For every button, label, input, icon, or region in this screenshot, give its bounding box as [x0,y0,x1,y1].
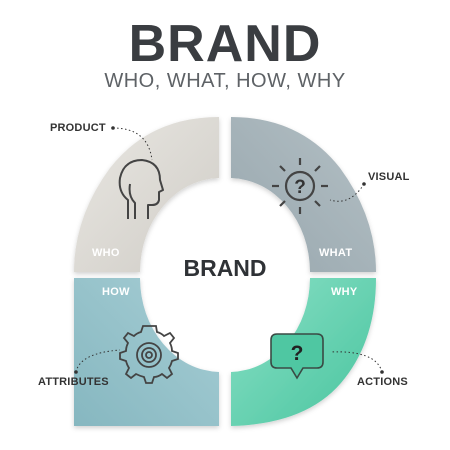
segment-how [74,278,219,426]
callout-line-visual [329,183,365,202]
question-mark-glyph: ? [294,177,306,198]
cog-icon [119,325,179,384]
callout-attributes: ATTRIBUTES [38,376,109,388]
callout-line-product [112,127,153,161]
callout-dot-attributes [74,370,78,374]
question-bubble-icon [270,333,324,380]
callout-actions: ACTIONS [357,376,408,388]
callout-visual: VISUAL [368,171,410,183]
callout-dot-product [111,126,115,130]
head-profile-icon [118,159,164,219]
center-label: BRAND [183,255,267,281]
callout-line-attributes [75,349,121,373]
segment-label-who: WHO [92,247,120,259]
segment-label-how: HOW [102,286,130,298]
callout-dot-visual [362,182,366,186]
page-subtitle: WHO, WHAT, HOW, WHY [104,70,346,92]
page-title: BRAND [128,15,322,73]
question-gear-icon [272,158,328,214]
segment-label-why: WHY [331,286,358,298]
callout-dot-actions [380,370,384,374]
callout-product: PRODUCT [50,122,106,134]
segment-label-what: WHAT [319,247,353,259]
callout-line-actions [329,351,383,373]
segment-what [231,117,376,272]
segment-who [74,117,219,272]
question-mark-glyph: ? [291,342,304,365]
